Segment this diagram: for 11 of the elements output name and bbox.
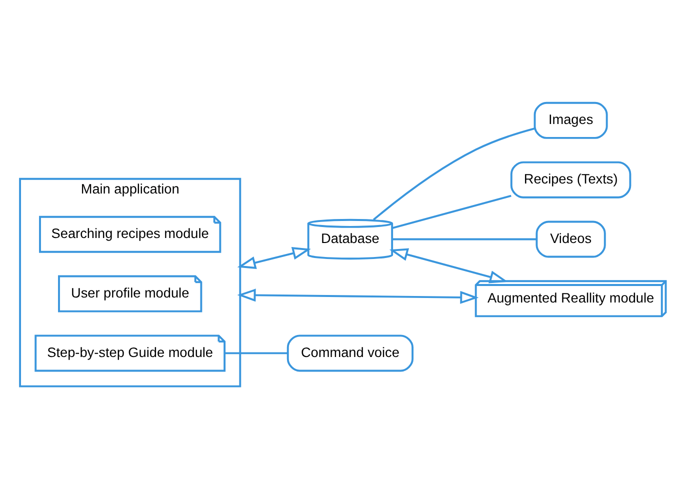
node-box: Images	[534, 101, 608, 138]
arrow	[237, 288, 479, 304]
arrow	[389, 248, 508, 283]
connector	[373, 127, 535, 220]
connector	[224, 352, 288, 354]
node-box: Recipes (Texts)	[510, 160, 632, 198]
node-box: Command voice	[286, 334, 414, 372]
connector	[392, 194, 512, 229]
connector	[392, 238, 536, 240]
arrow	[237, 246, 311, 269]
node-box: Videos	[536, 220, 606, 258]
